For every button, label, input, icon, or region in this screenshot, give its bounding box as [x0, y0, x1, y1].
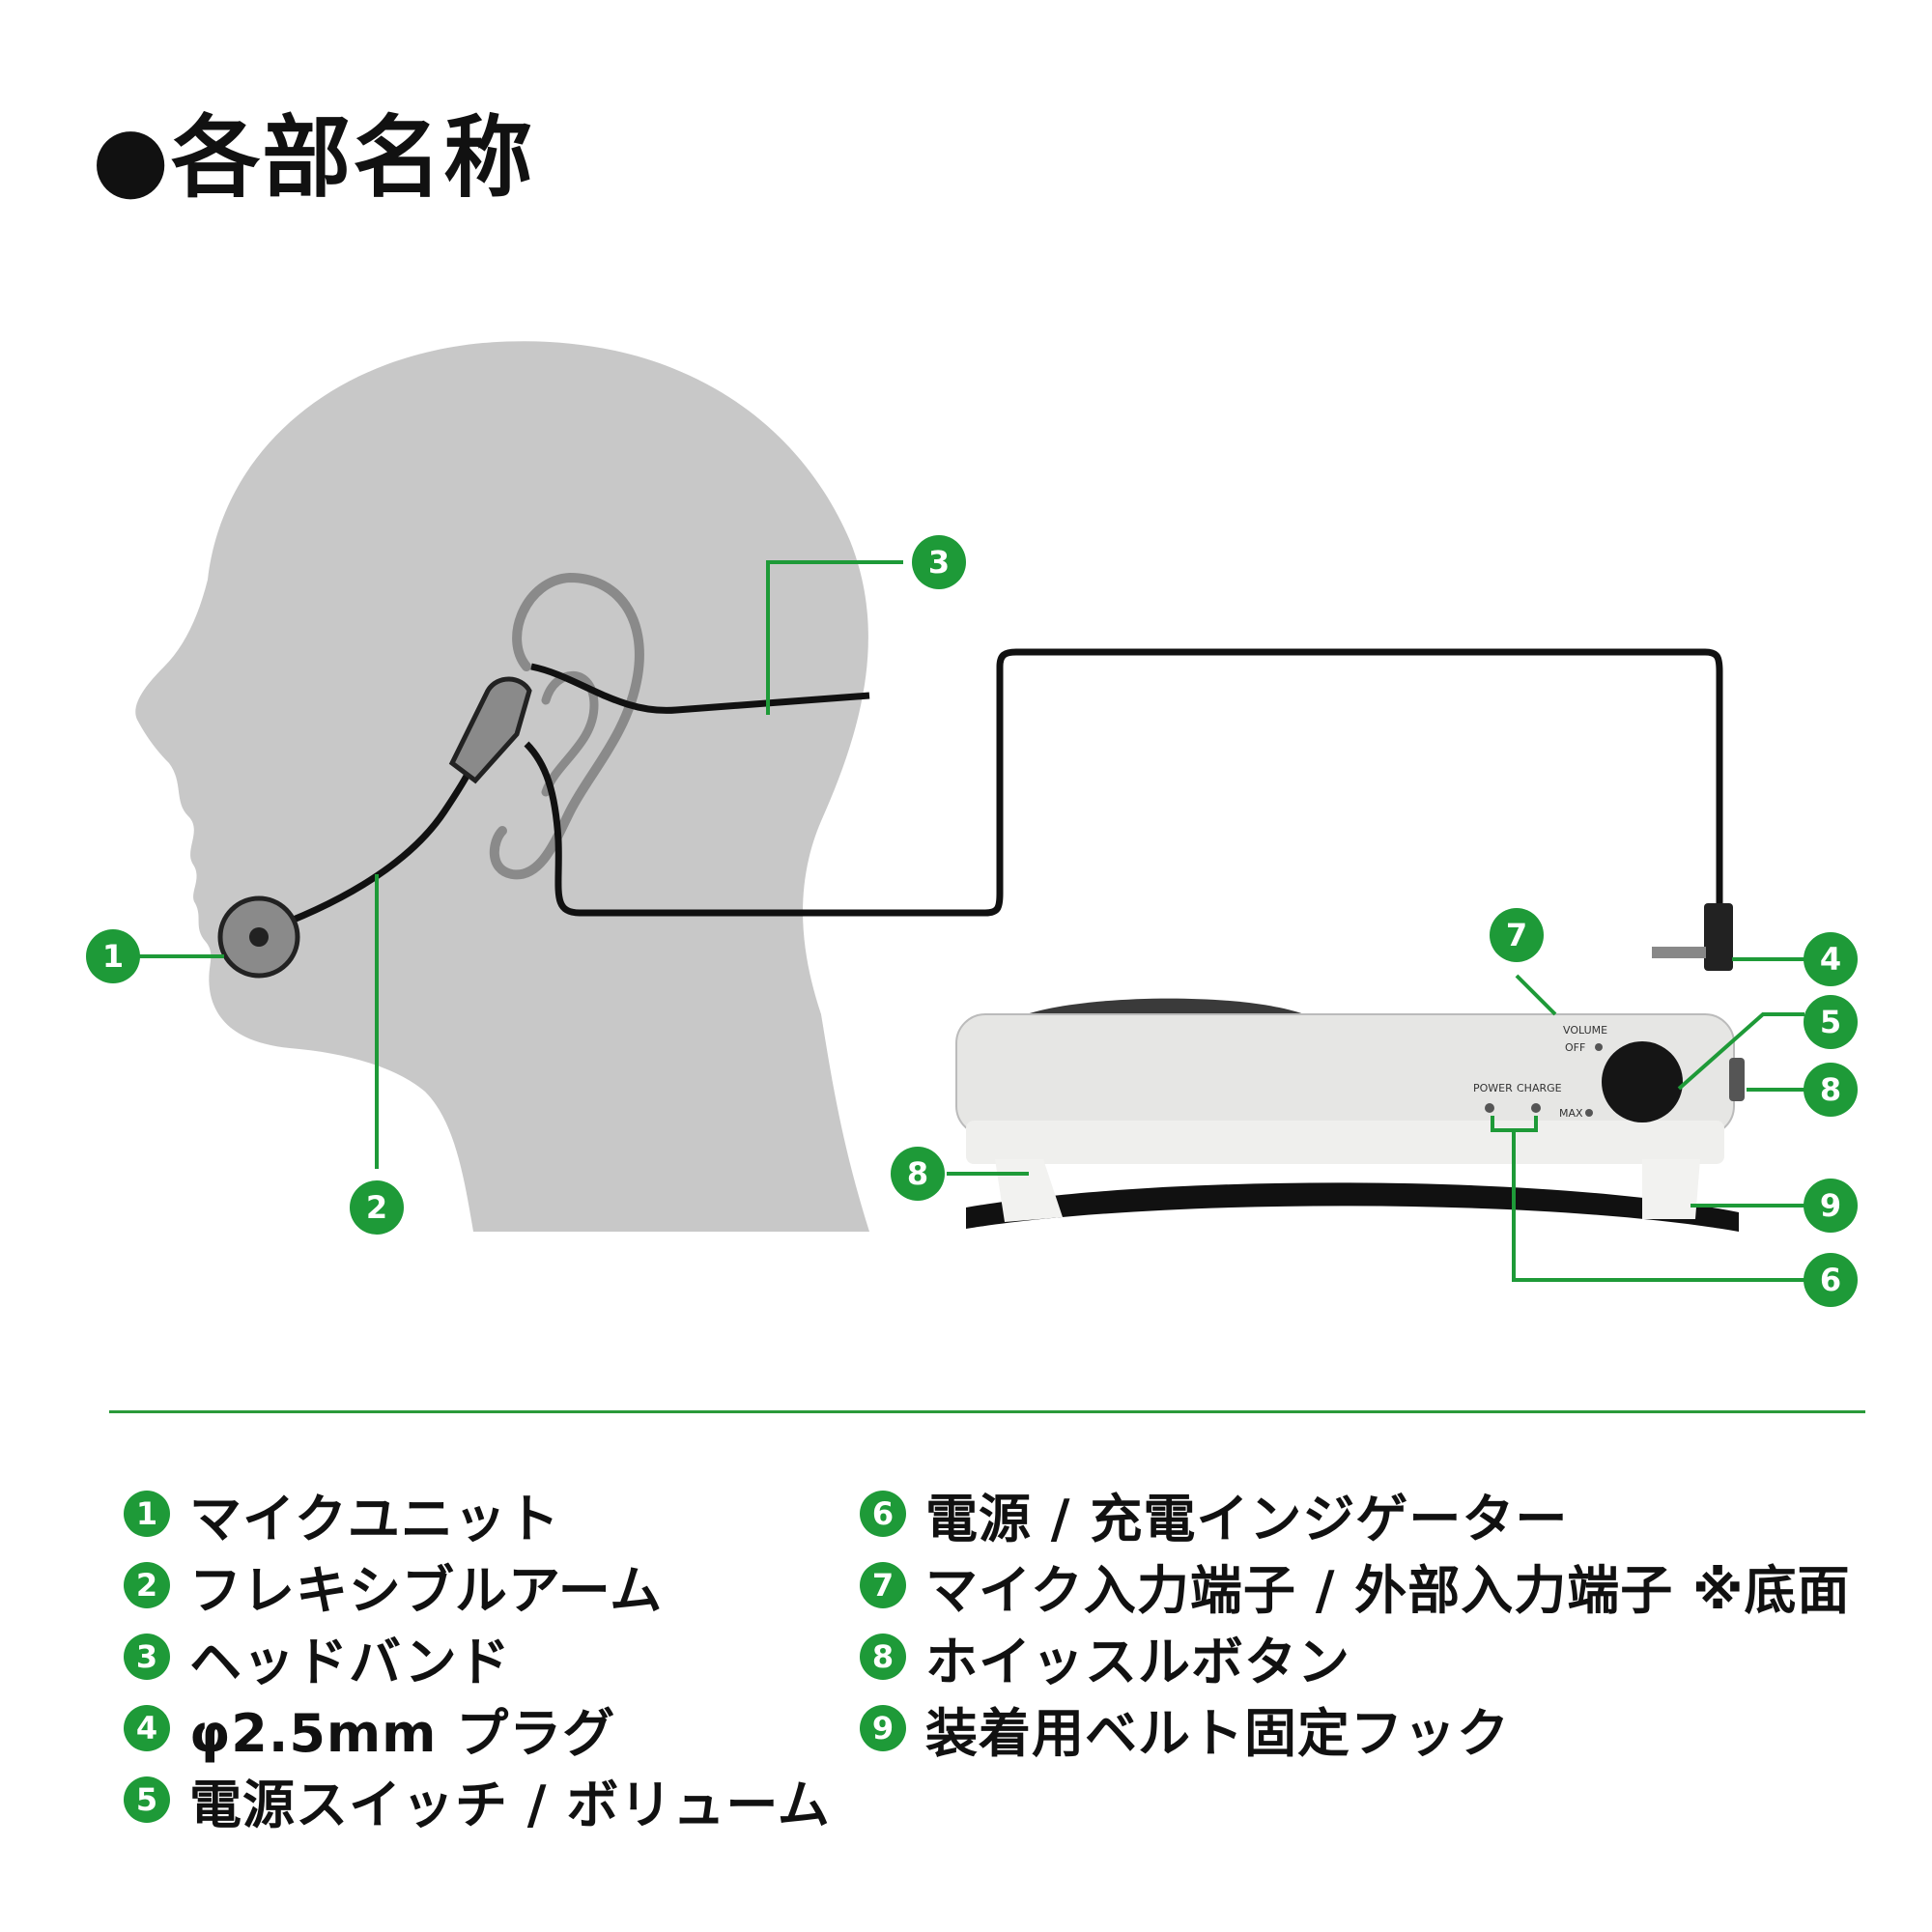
legend-label: マイクユニット — [189, 1476, 560, 1552]
volume-label: VOLUME — [1563, 1024, 1607, 1037]
callout-9: 9 — [1804, 1179, 1858, 1233]
plug-body — [1704, 903, 1733, 971]
amplifier-device: VOLUME OFF MAX POWER CHARGE — [956, 999, 1745, 1232]
plug-pin — [1652, 947, 1706, 958]
callout-1: 1 — [86, 929, 140, 983]
callout-7: 7 — [1490, 908, 1544, 962]
legend-label: 電源スイッチ / ボリューム — [189, 1762, 831, 1838]
charge-led — [1531, 1103, 1541, 1113]
legend-label: 電源 / 充電インジゲーター — [925, 1476, 1568, 1552]
legend-number: 2 — [124, 1562, 170, 1608]
callout-2-text: 2 — [366, 1189, 387, 1226]
callout-8b: 8 — [1804, 1063, 1858, 1117]
callout-7-text: 7 — [1506, 917, 1527, 953]
legend-item: 6 電源 / 充電インジゲーター — [860, 1478, 1851, 1549]
callout-9-text: 9 — [1820, 1187, 1841, 1224]
leader-7 — [1517, 976, 1555, 1014]
off-dot — [1595, 1043, 1603, 1051]
callout-5: 5 — [1804, 995, 1858, 1049]
callout-2: 2 — [350, 1180, 404, 1235]
legend-label: φ2.5mm プラグ — [189, 1690, 615, 1767]
callout-1-text: 1 — [102, 938, 124, 975]
legend-item: 2 フレキシブルアーム — [124, 1549, 831, 1621]
legend-item: 8 ホイッスルボタン — [860, 1621, 1851, 1692]
power-label: POWER — [1473, 1082, 1513, 1094]
callout-8b-text: 8 — [1820, 1071, 1841, 1108]
side-button — [1729, 1058, 1745, 1101]
max-dot — [1585, 1109, 1593, 1117]
legend-item: 3 ヘッドバンド — [124, 1621, 831, 1692]
callout-4: 4 — [1804, 932, 1858, 986]
max-label: MAX — [1559, 1107, 1583, 1120]
legend-label: ヘッドバンド — [189, 1619, 511, 1695]
legend-number: 8 — [860, 1634, 906, 1680]
head-silhouette — [135, 341, 869, 1232]
device-lower — [966, 1121, 1724, 1164]
charge-label: CHARGE — [1517, 1082, 1562, 1094]
callout-3-text: 3 — [928, 544, 950, 581]
legend-number: 4 — [124, 1705, 170, 1751]
product-diagram: VOLUME OFF MAX POWER CHARGE 1 2 3 4 5 6 … — [0, 0, 1932, 1401]
callout-8a: 8 — [891, 1147, 945, 1201]
legend-label: フレキシブルアーム — [189, 1548, 663, 1624]
belt-clip — [966, 1182, 1739, 1232]
callout-6-text: 6 — [1820, 1262, 1841, 1298]
legend-number: 3 — [124, 1634, 170, 1680]
volume-knob — [1602, 1041, 1683, 1122]
legend-item: 9 装着用ベルト固定フック — [860, 1692, 1851, 1764]
section-divider — [109, 1410, 1865, 1413]
legend-number: 1 — [124, 1491, 170, 1537]
mic-center — [249, 927, 269, 947]
legend-item: 4 φ2.5mm プラグ — [124, 1692, 831, 1764]
off-label: OFF — [1565, 1041, 1585, 1054]
legend-item: 7 マイク入力端子 / 外部入力端子 ※底面 — [860, 1549, 1851, 1621]
legend-label: ホイッスルボタン — [925, 1619, 1350, 1695]
legend-item: 1 マイクユニット — [124, 1478, 831, 1549]
callout-3: 3 — [912, 535, 966, 589]
legend-number: 9 — [860, 1705, 906, 1751]
callout-5-text: 5 — [1820, 1004, 1841, 1040]
legend-number: 5 — [124, 1776, 170, 1823]
legend-item: 5 電源スイッチ / ボリューム — [124, 1764, 831, 1835]
callout-6: 6 — [1804, 1253, 1858, 1307]
callout-8a-text: 8 — [907, 1155, 928, 1192]
legend-number: 7 — [860, 1562, 906, 1608]
legend-label: マイク入力端子 / 外部入力端子 ※底面 — [925, 1548, 1851, 1624]
callout-4-text: 4 — [1820, 941, 1841, 978]
power-led — [1485, 1103, 1494, 1113]
legend-label: 装着用ベルト固定フック — [925, 1690, 1510, 1767]
legend-number: 6 — [860, 1491, 906, 1537]
